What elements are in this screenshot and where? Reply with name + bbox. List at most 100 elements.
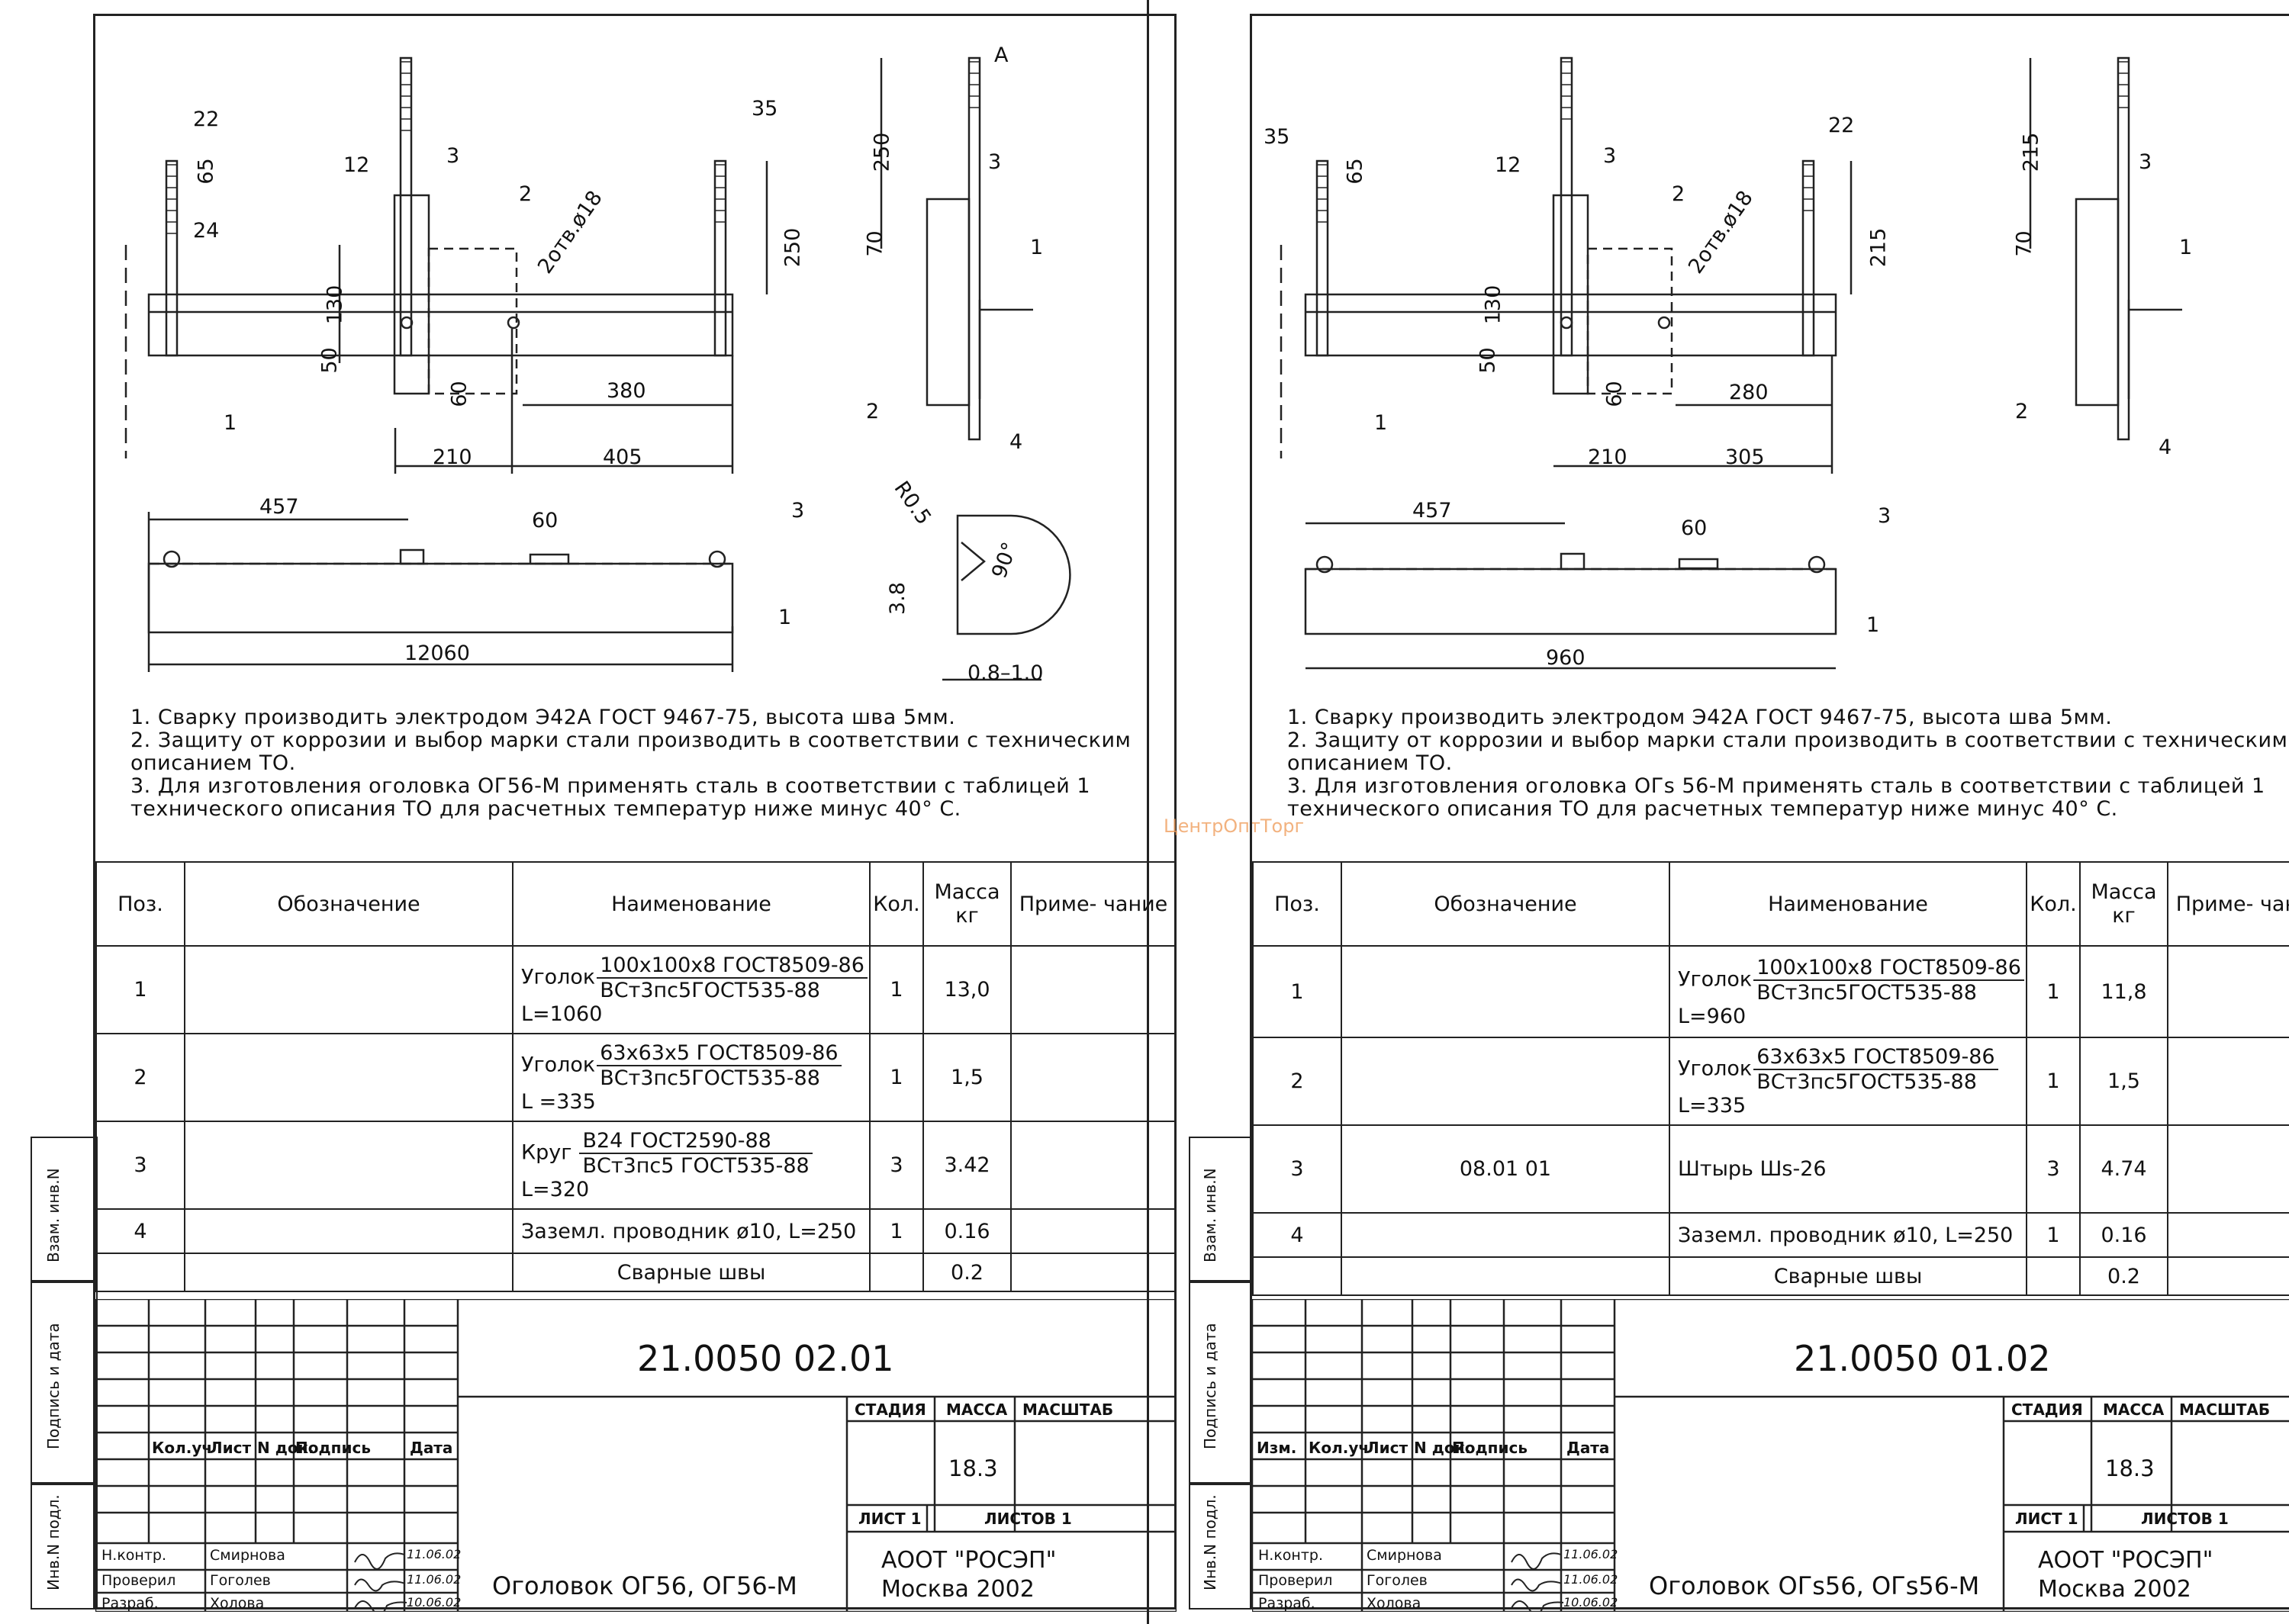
row1-name-pre: Уголок [1678,967,1753,991]
row1-name-pre: Уголок [521,965,596,989]
leader-4c: 4 [2159,436,2172,459]
dim-215: 215 [1866,227,1891,268]
leader-3: 3 [446,144,460,168]
row5-qty [869,1253,924,1292]
row3-name: Штырь Шs-26 [1669,1124,2027,1214]
side-stamp-3 [31,1484,98,1610]
row4-desig [184,1208,513,1254]
leader-1c: 1 [2179,236,2193,259]
col-sign: Подпись [1452,1439,1528,1457]
title-block-grid [95,1299,1177,1612]
technical-drawing-right [1280,56,2182,670]
dim-50: 50 [1476,347,1500,374]
side-label-inv-orig: Инв.N подл. [44,1494,63,1590]
header-qty: Кол. [869,861,924,947]
row1-qty: 1 [2026,945,2081,1038]
leader-2: 2 [519,182,533,206]
dim-gap: 0.8–1.0 [967,661,1044,685]
dim-50: 50 [317,347,342,374]
row2-mass: 1,5 [2079,1037,2168,1126]
row1-pos: 1 [95,945,185,1034]
drawing-sheet-left: 22 65 24 12 3 2 2отв.ø18 35 250 130 50 6… [93,14,1304,1612]
role-nkontr: Н.контр. [101,1547,167,1564]
row3-desig [184,1121,513,1210]
dim-210: 210 [1588,445,1627,469]
col-kol: Кол.уч [152,1439,213,1457]
row1-note [2167,945,2289,1038]
row1-name-num: 100х100х8 ГОСТ8509-86 [597,953,868,979]
col-ndoc: N док. [1414,1439,1471,1457]
dim-24: 24 [193,219,220,243]
name-developed: Холова [1367,1595,1421,1612]
row3-qty: 3 [2026,1124,2081,1214]
dim-12: 12 [343,153,370,177]
header-mass: Масса кг [2079,861,2168,947]
watermark: ЦентрОптТорг [1164,815,1305,837]
row1-qty: 1 [869,945,924,1034]
header-designation: Обозначение [184,861,513,947]
specification-table: Поз. Обозначение Наименование Кол. Масса… [95,861,1177,1292]
date-checked: 11.06.02 [1563,1572,1618,1587]
row4-mass: 0.16 [2079,1212,2168,1258]
row1-name-num: 100х100х8 ГОСТ8509-86 [1753,956,2024,981]
dim-305: 305 [1725,445,1765,469]
row5-mass: 0.2 [922,1253,1012,1292]
side-stamp-2-right [1189,1282,1251,1484]
dim-35: 35 [1264,125,1290,149]
organization-city-year: Москва 2002 [881,1576,1035,1603]
dim-70: 70 [863,230,887,257]
header-name: Наименование [1669,861,2027,947]
dim-length: 12060 [404,642,470,665]
role-nkontr: Н.контр. [1258,1547,1324,1564]
row1-mass: 13,0 [922,945,1012,1034]
col-list: Лист [1367,1439,1408,1457]
row5-pos [1252,1256,1342,1296]
dim-3-8: 3.8 [885,582,909,615]
row3-mass: 4.74 [2079,1124,2168,1214]
col-ndoc: N док. [257,1439,314,1457]
leader-1: 1 [224,411,237,435]
dim-70: 70 [2012,230,2036,257]
side-label-sign-date-right: Подпись и дата [1201,1323,1219,1449]
side-label-replace-inv-right: Взам. инв.N [1201,1168,1219,1262]
name-nkontr: Смирнова [1367,1547,1442,1564]
row5-note [2167,1256,2289,1296]
mass-header: МАССА [2103,1400,2165,1419]
row3-pos: 3 [95,1121,185,1210]
name-checked: Гоголев [1367,1572,1428,1589]
dim-380: 380 [607,379,646,403]
header-note: Приме- чание [2167,861,2289,947]
mass-header: МАССА [946,1400,1008,1419]
scale-header: МАСШТАБ [2179,1400,2271,1419]
dim-35: 35 [752,97,778,121]
leader-1: 1 [1374,411,1388,435]
organization: АООТ "РОСЭП" [2038,1547,2213,1574]
row4-qty: 1 [869,1208,924,1254]
row2-name-len: L=335 [1678,1094,1747,1118]
side-label-sign-date: Подпись и дата [44,1323,63,1449]
document-code: 21.0050 02.01 [637,1338,894,1379]
leader-4c: 4 [1009,430,1023,454]
row1-note [1010,945,1177,1034]
total-mass: 18.3 [2105,1455,2155,1481]
leader-1b: 1 [1866,613,1880,637]
row5-desig [184,1253,513,1292]
role-checked: Проверил [1258,1572,1333,1589]
stage-header: СТАДИЯ [2011,1400,2083,1419]
row3-mass: 3.42 [922,1121,1012,1210]
row2-name-num: 63х63х5 ГОСТ8509-86 [1753,1045,1998,1070]
row2-mass: 1,5 [922,1033,1012,1122]
dim-length: 960 [1546,646,1586,670]
drawing-notes: 1. Сварку производить электродом Э42А ГО… [1287,706,2289,821]
row1-name-len: L=1060 [521,1002,603,1026]
row1-name-den: ВСт3пс5ГОСТ535-88 [1756,980,1977,1005]
title-block: 21.0050 01.02 Изм. Кол.уч Лист N док. По… [1252,1299,2289,1612]
row2-pos: 2 [1252,1037,1342,1126]
col-sign: Подпись [295,1439,371,1457]
role-checked: Проверил [101,1572,176,1589]
dim-250-side: 250 [870,132,894,172]
dim-280: 280 [1729,381,1769,404]
row2-name-den: ВСт3пс5ГОСТ535-88 [1756,1070,1977,1094]
